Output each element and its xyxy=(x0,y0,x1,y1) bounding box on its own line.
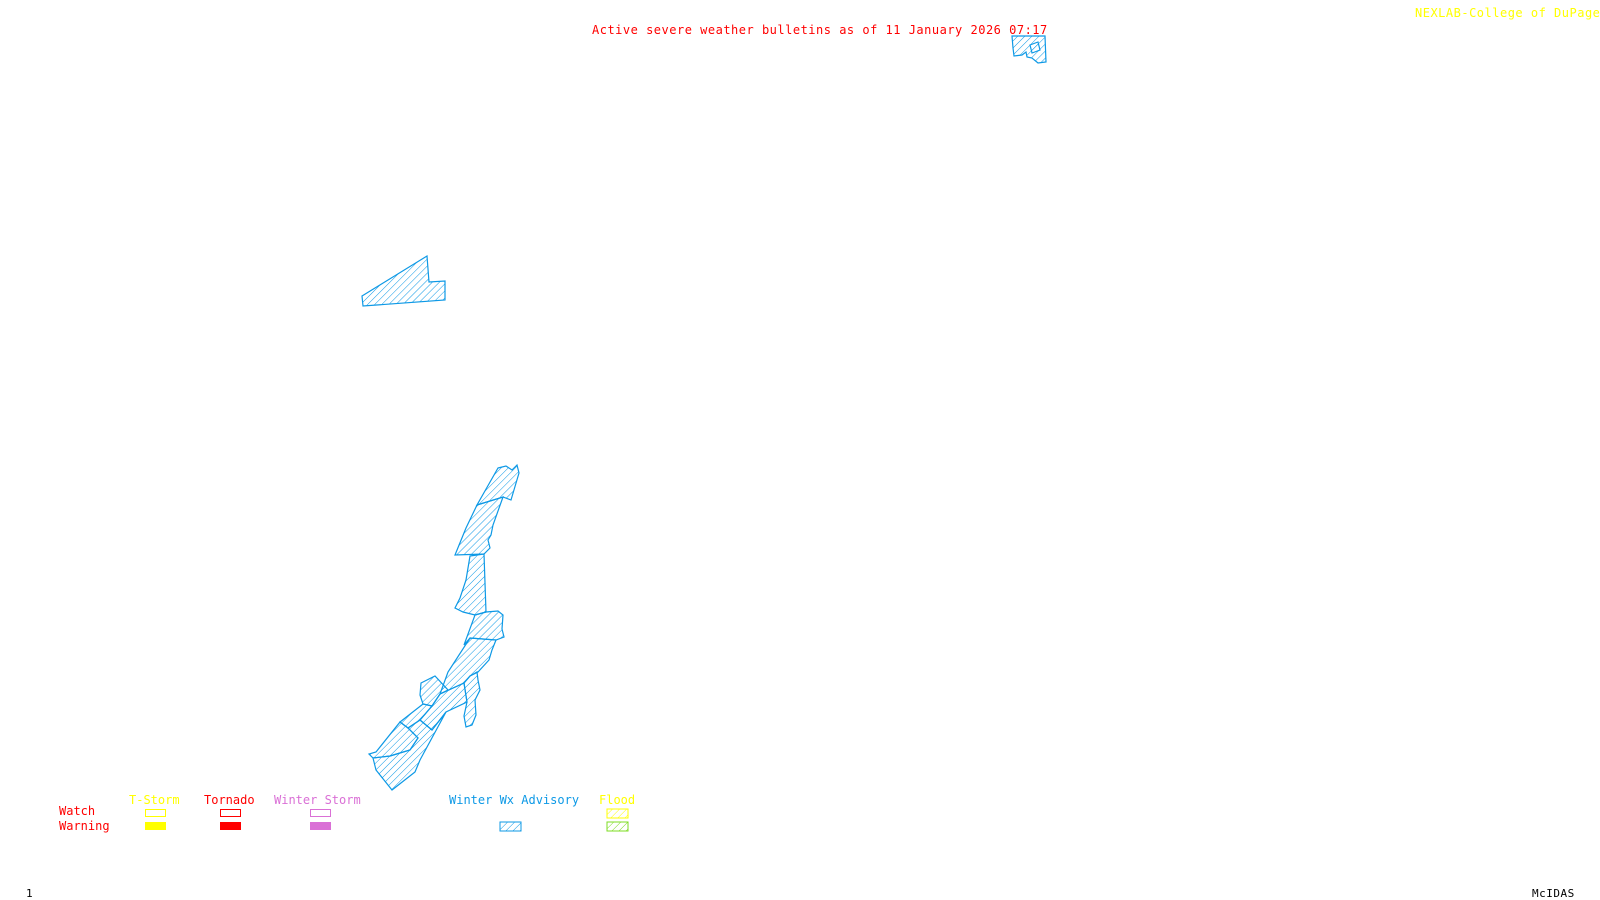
software-label: McIDAS xyxy=(1532,887,1575,900)
credit-label: NEXLAB-College of DuPage xyxy=(1415,6,1600,19)
advisory-polygon xyxy=(454,496,504,556)
legend-swatch-flood-warning xyxy=(606,821,629,832)
advisory-area-north xyxy=(1011,35,1047,64)
advisory-polygon xyxy=(454,553,487,616)
legend-swatch-tstorm-warning xyxy=(145,822,166,830)
legend-swatch-tornado-watch xyxy=(220,809,241,817)
legend-label-tstorm: T-Storm xyxy=(129,793,180,807)
legend-label-tornado: Tornado xyxy=(204,793,255,807)
legend-swatch-tornado-warning xyxy=(220,822,241,830)
legend-label-winter-wx-advisory: Winter Wx Advisory xyxy=(449,793,580,807)
legend-row-watch: Watch xyxy=(59,804,96,818)
frame-number: 1 xyxy=(26,887,34,900)
advisory-area-west xyxy=(361,254,446,307)
legend-swatch-flood-watch xyxy=(606,808,629,819)
legend-row-warning: Warning xyxy=(59,819,110,833)
legend-swatch-winter-storm-warning xyxy=(310,822,331,830)
advisory-polygon xyxy=(463,610,505,646)
legend-swatch-winter-storm-watch xyxy=(310,809,331,817)
credit-text: NEXLAB-College of DuPage xyxy=(1415,6,1600,20)
advisory-polygon xyxy=(372,711,447,791)
advisory-polygon xyxy=(361,254,446,307)
legend-label-winter-storm: Winter Storm xyxy=(274,793,361,807)
map-title: Active severe weather bulletins as of 11… xyxy=(592,23,1048,37)
legend-label-flood: Flood xyxy=(599,793,636,807)
advisory-polygon xyxy=(1029,41,1041,54)
legend-swatch-tstorm-watch xyxy=(145,809,166,817)
advisory-area-southwest xyxy=(367,463,520,791)
legend-swatch-winter-wx-advisory-warning xyxy=(499,821,522,832)
advisory-polygon xyxy=(1011,35,1047,64)
